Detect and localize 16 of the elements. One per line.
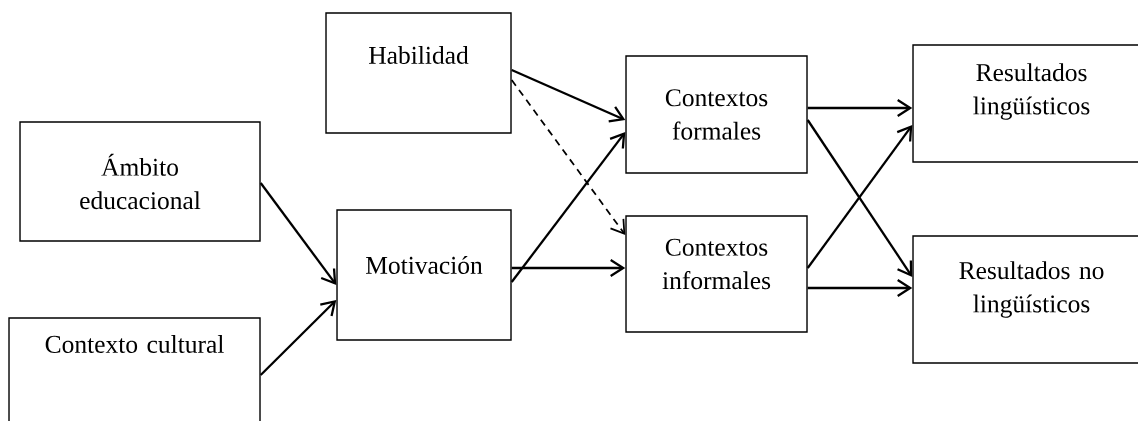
arrow <box>259 300 337 376</box>
arrow <box>511 68 626 123</box>
arrow <box>807 279 913 297</box>
arrow <box>510 79 626 235</box>
arrow <box>511 259 626 277</box>
box: Habilidad <box>325 12 512 134</box>
box: Contextos formales <box>625 55 808 174</box>
box: Resultados no lingüísticos <box>912 235 1138 364</box>
box: Contextos informales <box>625 215 808 333</box>
box: Motivación <box>336 209 512 341</box>
arrow <box>807 99 913 117</box>
box: Ámbito educacional <box>19 121 261 242</box>
arrow <box>259 182 337 285</box>
box: Resultados lingüísticos <box>912 44 1138 163</box>
arrow <box>510 132 626 283</box>
box: Contexto cultural <box>8 317 261 421</box>
